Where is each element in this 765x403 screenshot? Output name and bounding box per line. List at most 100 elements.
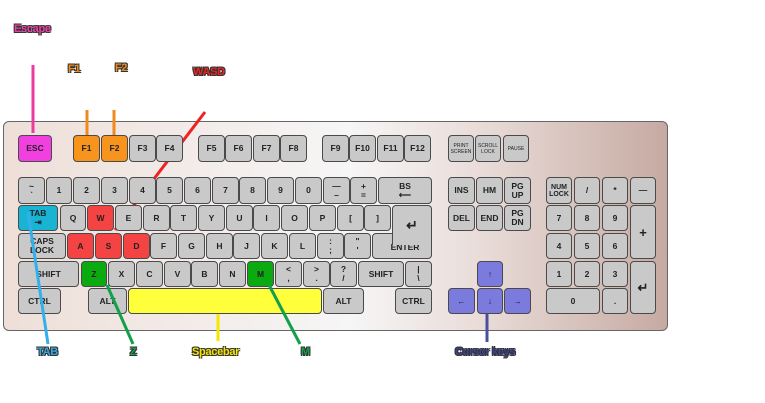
key-7[interactable]: 7 — [212, 177, 239, 204]
m-pointer-line — [267, 284, 302, 345]
key-n[interactable]: N — [219, 261, 246, 287]
key-scroll-lock[interactable]: SCROLL LOCK — [475, 135, 501, 162]
key-a[interactable]: A — [67, 233, 94, 259]
key-alt-right[interactable]: ALT — [323, 288, 364, 314]
key-semicolon[interactable]: : ; — [317, 233, 344, 259]
key-backtick[interactable]: ~ ` — [18, 177, 45, 204]
key-s[interactable]: S — [95, 233, 122, 259]
key-delete[interactable]: DEL — [448, 205, 475, 231]
key-z[interactable]: Z — [81, 261, 107, 287]
key-minus[interactable]: — – — [323, 177, 350, 204]
key-t[interactable]: T — [170, 205, 197, 231]
key-bracket-right[interactable]: ] — [364, 205, 391, 231]
key-f1[interactable]: F1 — [73, 135, 100, 162]
key-f11[interactable]: F11 — [377, 135, 404, 162]
key-num-decimal[interactable]: . — [602, 288, 628, 314]
key-bracket-left[interactable]: [ — [337, 205, 364, 231]
key-num-8[interactable]: 8 — [574, 205, 600, 231]
key-tab[interactable]: TAB ⇥ — [18, 205, 58, 231]
key-num-1[interactable]: 1 — [546, 261, 572, 287]
key-f2[interactable]: F2 — [101, 135, 128, 162]
key-insert[interactable]: INS — [448, 177, 475, 204]
key-g[interactable]: G — [178, 233, 205, 259]
key-o[interactable]: O — [281, 205, 308, 231]
key-num-0[interactable]: 0 — [546, 288, 600, 314]
key-c[interactable]: C — [136, 261, 163, 287]
key-num-enter[interactable]: ↵ — [630, 261, 656, 314]
key-i[interactable]: I — [253, 205, 280, 231]
key-num-multiply[interactable]: * — [602, 177, 628, 204]
key-spacebar[interactable] — [128, 288, 322, 314]
key-slash[interactable]: ? / — [330, 261, 357, 287]
key-1[interactable]: 1 — [46, 177, 72, 204]
key-num-9[interactable]: 9 — [602, 205, 628, 231]
key-w[interactable]: W — [87, 205, 114, 231]
key-f5[interactable]: F5 — [198, 135, 225, 162]
key-f[interactable]: F — [150, 233, 177, 259]
key-arrow-right[interactable]: → — [504, 288, 531, 314]
key-r[interactable]: R — [143, 205, 170, 231]
key-y[interactable]: Y — [198, 205, 225, 231]
key-f7[interactable]: F7 — [253, 135, 280, 162]
key-page-up[interactable]: PG UP — [504, 177, 531, 204]
key-f12[interactable]: F12 — [404, 135, 431, 162]
key-f4[interactable]: F4 — [156, 135, 183, 162]
key-num-5[interactable]: 5 — [574, 233, 600, 259]
key-d[interactable]: D — [123, 233, 150, 259]
key-f10[interactable]: F10 — [349, 135, 376, 162]
key-quote[interactable]: " ' — [344, 233, 371, 259]
key-num-4[interactable]: 4 — [546, 233, 572, 259]
key-f3[interactable]: F3 — [129, 135, 156, 162]
key-backslash[interactable]: | \ — [405, 261, 432, 287]
key-x[interactable]: X — [108, 261, 135, 287]
key-end[interactable]: END — [476, 205, 503, 231]
key-print-screen[interactable]: PRINT SCREEN — [448, 135, 474, 162]
key-num-7[interactable]: 7 — [546, 205, 572, 231]
key-3[interactable]: 3 — [101, 177, 128, 204]
key-num-lock[interactable]: NUM LOCK — [546, 177, 572, 204]
key-num-minus[interactable]: — — [630, 177, 656, 204]
key-9[interactable]: 9 — [267, 177, 294, 204]
key-q[interactable]: Q — [60, 205, 86, 231]
key-comma[interactable]: < , — [275, 261, 302, 287]
key-num-plus[interactable]: + — [630, 205, 656, 259]
key-home[interactable]: HM — [476, 177, 503, 204]
key-6[interactable]: 6 — [184, 177, 211, 204]
key-e[interactable]: E — [115, 205, 142, 231]
key-h[interactable]: H — [206, 233, 233, 259]
key-5[interactable]: 5 — [156, 177, 183, 204]
key-num-3[interactable]: 3 — [602, 261, 628, 287]
key-caps-lock[interactable]: CAPS LOCK — [18, 233, 66, 259]
key-v[interactable]: V — [164, 261, 191, 287]
key-0[interactable]: 0 — [295, 177, 322, 204]
key-backspace[interactable]: BS ⟵ — [378, 177, 432, 204]
key-f9[interactable]: F9 — [322, 135, 349, 162]
key-period[interactable]: > . — [303, 261, 330, 287]
key-f8[interactable]: F8 — [280, 135, 307, 162]
key-num-divide[interactable]: / — [574, 177, 600, 204]
key-esc[interactable]: ESC — [18, 135, 52, 162]
key-num-2[interactable]: 2 — [574, 261, 600, 287]
key-8[interactable]: 8 — [239, 177, 266, 204]
key-b[interactable]: B — [191, 261, 218, 287]
key-shift-left[interactable]: SHIFT — [18, 261, 79, 287]
key-arrow-up[interactable]: ↑ — [477, 261, 503, 287]
key-shift-right[interactable]: SHIFT — [358, 261, 404, 287]
key-p[interactable]: P — [309, 205, 336, 231]
key-l[interactable]: L — [289, 233, 316, 259]
key-j[interactable]: J — [233, 233, 260, 259]
key-arrow-down[interactable]: ↓ — [477, 288, 503, 314]
key-4[interactable]: 4 — [129, 177, 156, 204]
key-arrow-left[interactable]: ← — [448, 288, 475, 314]
key-enter-top[interactable]: ↵ — [392, 205, 432, 245]
key-m[interactable]: M — [247, 261, 274, 287]
key-num-6[interactable]: 6 — [602, 233, 628, 259]
key-page-down[interactable]: PG DN — [504, 205, 531, 231]
key-u[interactable]: U — [226, 205, 253, 231]
key-equals[interactable]: + = — [350, 177, 377, 204]
key-2[interactable]: 2 — [73, 177, 100, 204]
key-ctrl-right[interactable]: CTRL — [395, 288, 432, 314]
key-f6[interactable]: F6 — [225, 135, 252, 162]
key-pause[interactable]: PAUSE — [503, 135, 529, 162]
key-k[interactable]: K — [261, 233, 288, 259]
